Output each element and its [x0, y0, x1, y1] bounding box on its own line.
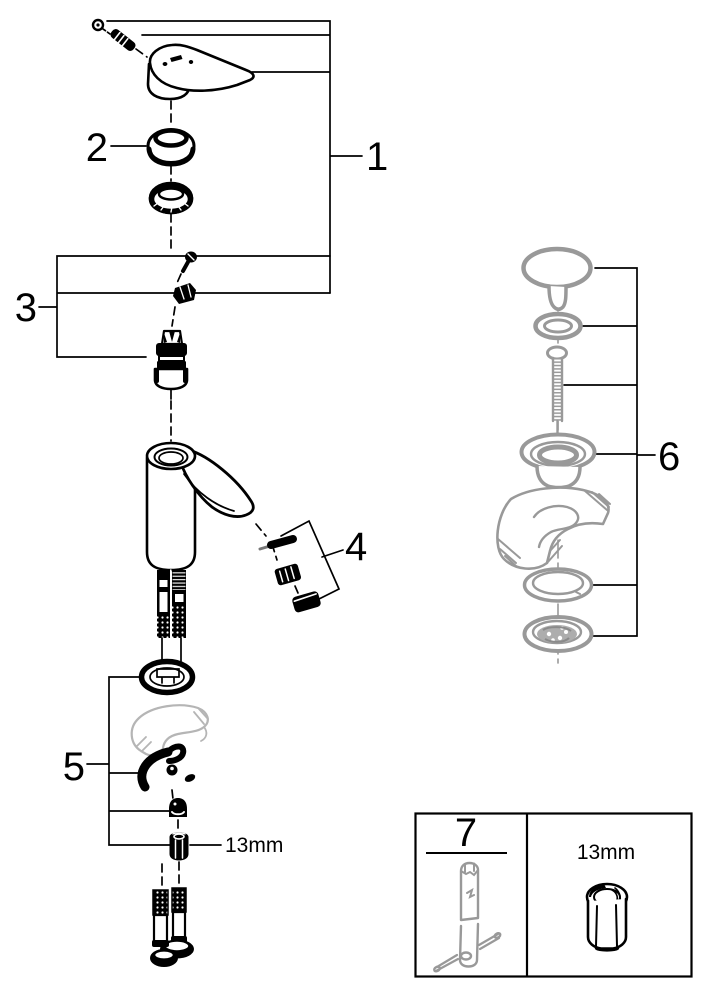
- cartridge-cap: [171, 283, 196, 327]
- aerator-insert: [274, 563, 302, 586]
- mounting-ring: [148, 181, 194, 250]
- aerator-housing: [292, 591, 321, 613]
- drain-strainer-nut: [522, 615, 594, 653]
- mounting-wedge: [130, 704, 209, 757]
- part-number-1: 1: [366, 135, 388, 179]
- lever-handle: [146, 43, 255, 127]
- drain-oring: [533, 311, 583, 341]
- callout-4: 4: [280, 519, 367, 601]
- callout-6: 6: [563, 267, 680, 637]
- supply-hoses: [150, 861, 194, 967]
- drain-flange: [519, 432, 597, 490]
- dome-nut: [169, 798, 187, 831]
- aerator-set: [255, 523, 321, 613]
- handle-screw: [91, 18, 148, 58]
- part-number-3: 3: [15, 286, 37, 330]
- faucet-body: [145, 441, 255, 572]
- supply-hose-left: [150, 889, 178, 967]
- cartridge: [153, 329, 189, 442]
- aerator-pin: [258, 535, 297, 551]
- escutcheon-cap: [146, 128, 196, 182]
- drain-assembly: [496, 246, 611, 669]
- part-number-2: 2: [86, 126, 108, 170]
- mounting-clamp: [137, 743, 196, 800]
- mounting-hex-nut: [169, 832, 189, 861]
- faucet-shank: [157, 569, 186, 662]
- nut-size-label: 13mm: [225, 834, 283, 857]
- callout-5: 5: [63, 676, 171, 846]
- nut-size-annotation: 13mm: [189, 834, 283, 857]
- parts-box: 7 13mm: [414, 811, 693, 978]
- part-number-6: 6: [658, 435, 680, 479]
- drain-screw: [546, 345, 568, 435]
- drain-washer: [522, 567, 594, 603]
- callout-2: 2: [86, 126, 147, 170]
- part-number-4: 4: [345, 525, 367, 569]
- countertop-wedge: [496, 486, 611, 570]
- part-number-5: 5: [63, 745, 85, 789]
- drain-plug: [521, 246, 593, 311]
- box-nut-size-label: 13mm: [577, 841, 635, 864]
- socket-nut: [585, 882, 629, 952]
- callout-1: 1: [106, 20, 388, 294]
- part-number-7: 7: [455, 811, 477, 855]
- body-oring: [138, 658, 196, 696]
- cartridge-screw: [176, 251, 197, 284]
- mounting-tool: [433, 861, 502, 973]
